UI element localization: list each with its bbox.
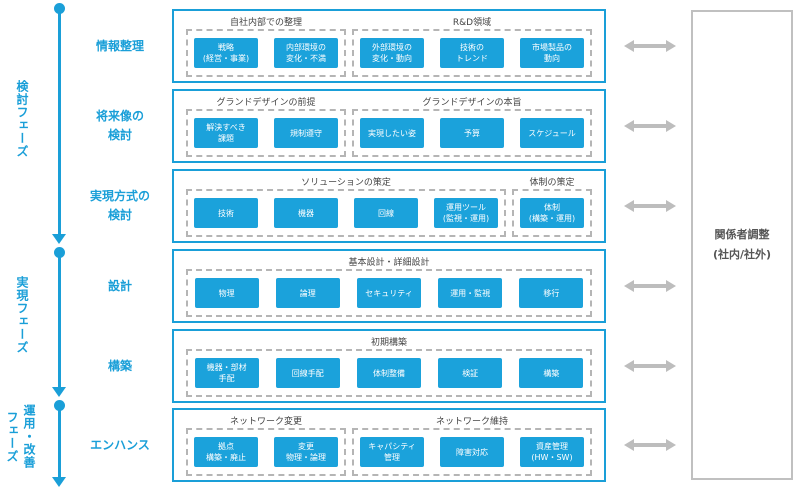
- group-label: 基本設計・詳細設計: [348, 258, 430, 268]
- group-dashed-frame: [186, 349, 592, 397]
- group-dashed-frame: [352, 29, 592, 77]
- timeline-arrow-2: [52, 387, 66, 397]
- stage-label-1: 情報整理: [68, 37, 172, 56]
- bidirectional-arrow-icon: [624, 200, 676, 212]
- task-box: 回線手配: [275, 358, 340, 388]
- process-row-1: 自社内部での整理戦略 (経営・事業) 内部環境の 変化・不満 R&D領域外部環境の …: [172, 9, 606, 83]
- group-dashed-frame: [352, 109, 592, 157]
- phase-review-label: 検討フェーズ: [15, 80, 29, 158]
- task-box: 変更 物理・論理: [274, 437, 338, 467]
- stage-label-line: 構築: [107, 358, 132, 373]
- stage-label-3: 実現方式の検討: [68, 187, 172, 225]
- group-dashed-frame: [186, 29, 346, 77]
- task-box: 移行: [519, 278, 584, 308]
- task-box: 機器・部材 手配: [194, 358, 259, 388]
- group-label: 体制の策定: [529, 178, 575, 188]
- phase-implementation-label: 実現フェーズ: [15, 276, 29, 354]
- process-row-2: グランドデザインの前提解決すべき 課題規制遵守 グランドデザインの本旨実現したい姿…: [172, 89, 606, 163]
- stage-label-line: 設計: [107, 278, 132, 293]
- group-label: グランドデザインの本旨: [422, 98, 522, 108]
- phase-operation-label: 運用・改善 フェーズ: [5, 404, 36, 469]
- stage-label-4: 設計: [68, 277, 172, 296]
- process-row-5: 初期構築機器・部材 手配回線手配体制整備検証構築: [172, 329, 606, 403]
- group-dashed-frame: [186, 428, 346, 476]
- stakeholder-coordination-panel: 関係者調整 (社内/社外): [691, 10, 793, 480]
- group-dashed-frame: [512, 189, 592, 237]
- timeline-arrow-1: [52, 234, 66, 244]
- task-box: 外部環境の 変化・動向: [360, 38, 424, 68]
- bidirectional-arrow-icon: [624, 120, 676, 132]
- group-label: ソリューションの策定: [301, 178, 391, 188]
- stage-label-line: 検討: [107, 208, 132, 222]
- stage-label-line: エンハンス: [90, 437, 150, 452]
- group-label: 初期構築: [370, 338, 407, 348]
- task-box: 論理: [275, 278, 340, 308]
- group-label: ネットワーク変更: [229, 417, 302, 427]
- stage-label-line: 実現方式の: [89, 189, 150, 203]
- task-box: 検証: [438, 358, 503, 388]
- task-box: 資産管理 (HW・SW): [520, 437, 584, 467]
- task-box: スケジュール: [520, 118, 584, 148]
- group-label: R&D領域: [452, 18, 492, 28]
- task-box: 解決すべき 課題: [194, 118, 258, 148]
- task-box: 機器: [274, 198, 338, 228]
- bidirectional-arrow-icon: [624, 360, 676, 372]
- task-box: 技術の トレンド: [440, 38, 504, 68]
- task-box: 拠点 構築・廃止: [194, 437, 258, 467]
- task-box: 運用ツール (監視・運用): [434, 198, 498, 228]
- task-box: キャパシティ 管理: [360, 437, 424, 467]
- group-label: グランドデザインの前提: [216, 98, 316, 108]
- timeline-line-review: [58, 8, 61, 234]
- task-box: 市場製品の 動向: [520, 38, 584, 68]
- task-box: 内部環境の 変化・不満: [274, 38, 338, 68]
- bidirectional-arrow-icon: [624, 439, 676, 451]
- stage-label-6: エンハンス: [68, 436, 172, 455]
- group-dashed-frame: [186, 189, 506, 237]
- group-dashed-frame: [186, 109, 346, 157]
- task-box: 回線: [354, 198, 418, 228]
- stage-label-line: 情報整理: [95, 38, 144, 53]
- task-box: セキュリティ: [357, 278, 421, 308]
- task-box: 実現したい姿: [360, 118, 424, 148]
- process-row-4: 基本設計・詳細設計物理論理セキュリティ運用・監視移行: [172, 249, 606, 323]
- task-box: 戦略 (経営・事業): [194, 38, 258, 68]
- bidirectional-arrow-icon: [624, 40, 676, 52]
- group-label: ネットワーク維持: [435, 417, 508, 427]
- group-dashed-frame: [186, 269, 592, 317]
- group-dashed-frame: [352, 428, 592, 476]
- task-box: 障害対応: [440, 437, 504, 467]
- task-box: 予算: [440, 118, 504, 148]
- timeline-arrow-3: [52, 477, 66, 487]
- stage-label-line: 検討: [107, 128, 132, 142]
- task-box: 構築: [519, 358, 584, 388]
- stakeholder-scope: (社内/社外): [712, 248, 772, 261]
- task-box: 技術: [194, 198, 258, 228]
- bidirectional-arrow-icon: [624, 280, 676, 292]
- process-row-6: ネットワーク変更拠点 構築・廃止変更 物理・論理 ネットワーク維持キャパシティ 管…: [172, 408, 606, 482]
- process-row-3: ソリューションの策定技術機器回線運用ツール (監視・運用) 体制の策定体制 (構築…: [172, 169, 606, 243]
- task-box: 体制 (構築・運用): [520, 198, 584, 228]
- stage-label-5: 構築: [68, 357, 172, 376]
- task-box: 物理: [194, 278, 259, 308]
- group-label: 自社内部での整理: [229, 18, 302, 28]
- task-box: 運用・監視: [438, 278, 503, 308]
- timeline-line-implementation: [58, 252, 61, 387]
- stakeholder-title: 関係者調整: [714, 228, 770, 241]
- task-box: 体制整備: [357, 358, 421, 388]
- stage-label-line: 将来像の: [95, 109, 144, 123]
- timeline-line-operation: [58, 405, 61, 477]
- stage-label-2: 将来像の検討: [68, 107, 172, 145]
- task-box: 規制遵守: [274, 118, 338, 148]
